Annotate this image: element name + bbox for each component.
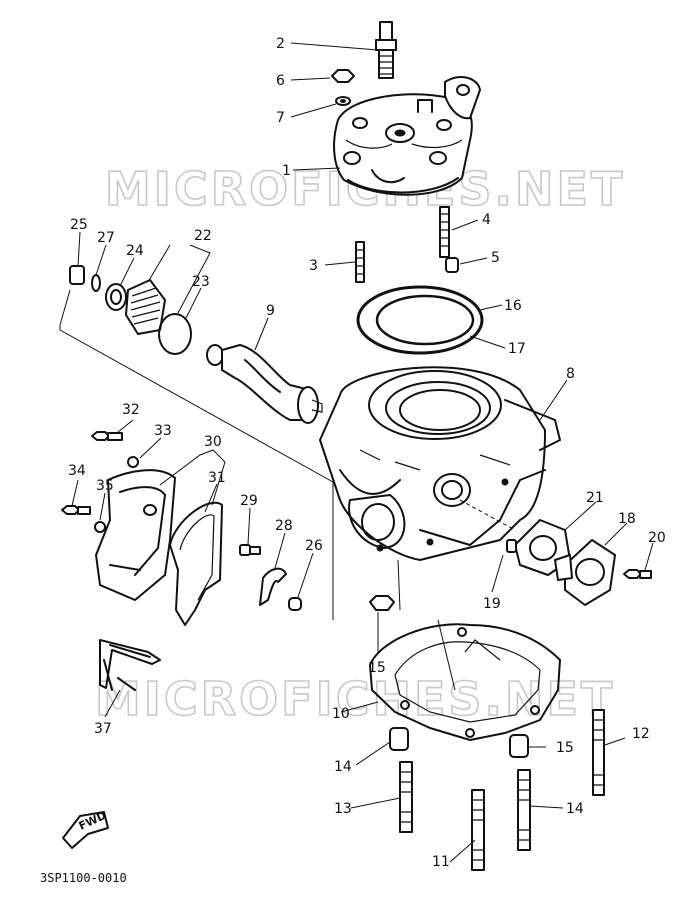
part-clip-37 — [99, 639, 161, 691]
callout-7: 7 — [276, 110, 285, 126]
callout-10: 10 — [332, 706, 350, 722]
part-small-fittings — [239, 544, 302, 611]
callout-1: 1 — [282, 163, 291, 179]
callout-15-left: 14 — [334, 759, 352, 775]
callout-30: 29 — [240, 493, 258, 509]
callout-4: 4 — [482, 212, 491, 228]
callout-3: 3 — [309, 258, 318, 274]
callout-5: 5 — [491, 250, 500, 266]
callout-17: 16 — [504, 298, 522, 314]
callout-13: 13 — [334, 801, 352, 817]
callout-36: 35 — [96, 478, 114, 494]
assembly-guide-lines — [59, 289, 516, 691]
callout-28: 27 — [97, 230, 115, 246]
callout-25: 24 — [126, 243, 144, 259]
part-cylinder — [319, 366, 561, 561]
part-cylinder-head — [333, 75, 481, 196]
leader-lines — [71, 42, 654, 863]
callout-15-right: 15 — [556, 740, 574, 756]
part-base-gasket — [369, 623, 561, 741]
part-bushing-set — [69, 265, 192, 355]
callout-2: 2 — [276, 36, 285, 52]
callout-23: 22 — [194, 228, 212, 244]
callout-18: 17 — [508, 341, 526, 357]
part-dowels-15 — [389, 727, 529, 758]
callout-9: 9 — [266, 303, 275, 319]
callout-21: 20 — [648, 530, 666, 546]
callout-32: 31 — [208, 470, 226, 486]
callout-6: 6 — [276, 73, 285, 89]
callout-labels: 2 6 7 1 3 4 5 16 17 8 9 25 27 24 22 23 3… — [68, 36, 666, 870]
part-valve-shaft — [206, 344, 323, 424]
callout-33: 32 — [122, 402, 140, 418]
part-base-studs — [399, 709, 605, 871]
part-exhaust-flange — [514, 519, 652, 606]
callout-16: 15 — [368, 660, 386, 676]
part-orings — [356, 285, 484, 355]
part-dowel-pin — [506, 539, 517, 553]
part-spark-plug — [375, 21, 397, 79]
part-studs-top — [355, 206, 459, 283]
part-nut-washer — [331, 69, 355, 106]
callout-20: 19 — [483, 596, 501, 612]
callout-22: 21 — [586, 490, 604, 506]
callout-8: 8 — [566, 366, 575, 382]
diagram-code: 3SP1100-0010 — [40, 871, 127, 885]
callout-24: 23 — [192, 274, 210, 290]
callout-27: 26 — [305, 538, 323, 554]
watermark-bottom: MICROFICHES.NET — [95, 672, 615, 726]
callout-14: 14 — [566, 801, 584, 817]
part-nut-16 — [369, 595, 395, 611]
callout-11: 11 — [432, 854, 450, 870]
callout-35: 34 — [68, 463, 86, 479]
callout-26: 25 — [70, 217, 88, 233]
callout-19: 18 — [618, 511, 636, 527]
callout-12: 12 — [632, 726, 650, 742]
part-bolts-left — [61, 431, 139, 533]
fwd-arrow: FWD — [62, 809, 109, 849]
part-cover-gasket — [169, 501, 223, 626]
callout-29: 28 — [275, 518, 293, 534]
callout-31: 30 — [204, 434, 222, 450]
callout-34: 33 — [154, 423, 172, 439]
callout-37: 37 — [94, 721, 112, 737]
part-valve-cover — [95, 469, 176, 601]
